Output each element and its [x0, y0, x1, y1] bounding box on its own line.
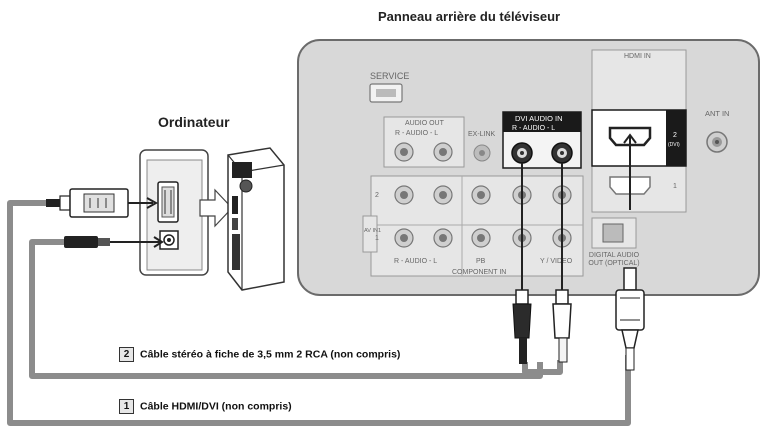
dvi-audio-in-label: DVI AUDIO IN: [515, 114, 563, 123]
av-in-label: AV IN1: [364, 228, 381, 234]
computer-audio-port: [159, 230, 179, 250]
computer-title: Ordinateur: [158, 114, 230, 130]
audio-out-jack-l: [433, 142, 453, 162]
cable-1-label: 1 Câble HDMI/DVI (non compris): [119, 399, 292, 414]
service-label: SERVICE: [370, 71, 409, 81]
component-row1-label: 1: [375, 235, 379, 242]
cable-2-number: 2: [119, 347, 134, 362]
component-pb-label: PB: [476, 258, 486, 265]
cable-2-label: 2 Câble stéréo à fiche de 3,5 mm 2 RCA (n…: [119, 347, 400, 362]
digital-audio-label-wrap: DIGITAL AUDIO OUT (OPTICAL): [588, 252, 640, 267]
tv-rear-panel-title: Panneau arrière du téléviseur: [378, 9, 561, 24]
digital-audio-block: [591, 217, 637, 249]
dvi-audio-jack-l: [551, 142, 573, 164]
computer-audio-plug: [64, 236, 164, 248]
rca-plug-l: [552, 289, 572, 363]
computer-dvi-port: [157, 181, 179, 223]
dvi-audio-lr-label: R - AUDIO - L: [512, 125, 555, 132]
cable-hdmi-dvi: [7, 200, 631, 426]
cable-1-number: 1: [119, 399, 134, 414]
hdmi-port2-tab: [666, 110, 686, 166]
hdmi-plug: [615, 267, 645, 371]
service-port-slot: [376, 89, 396, 97]
ant-in-label: ANT IN: [705, 109, 729, 118]
ex-link-port: [473, 144, 491, 162]
component-audio-label: R - AUDIO - L: [394, 258, 437, 265]
optical-port: [602, 223, 624, 243]
ex-link-label: EX-LINK: [468, 131, 496, 138]
audio-out-label: AUDIO OUT: [405, 120, 445, 127]
audio-out-lr-label: R - AUDIO - L: [395, 130, 438, 137]
computer-dvi-plug: [46, 188, 159, 218]
ant-in-port: [706, 131, 728, 153]
hdmi-arrow-head: [623, 133, 637, 144]
component-video-label: Y / VIDEO: [540, 258, 573, 265]
cable-1-text: Câble HDMI/DVI (non compris): [140, 400, 292, 413]
dvi-audio-in-header: [503, 112, 581, 132]
hdmi-port2-sub: (DVI): [668, 142, 680, 148]
component-row2-label: 2: [375, 192, 379, 199]
digital-audio-out-label: DIGITAL AUDIO OUT (OPTICAL): [588, 252, 640, 267]
cable-2-text: Câble stéréo à fiche de 3,5 mm 2 RCA (no…: [140, 348, 401, 361]
cable-stereo: [29, 239, 563, 379]
av-in-tab: [362, 215, 378, 253]
hdmi-port1-number: 1: [673, 183, 677, 190]
dvi-audio-jack-r: [511, 142, 533, 164]
audio-out-jack-r: [394, 142, 414, 162]
component-in-label: COMPONENT IN: [452, 269, 506, 276]
hdmi-in-label: HDMI IN: [624, 53, 651, 60]
rca-plug-r: [512, 289, 532, 364]
computer-pointer-arrow: [199, 188, 233, 228]
computer-tower: [227, 147, 285, 291]
hdmi-port2-number: 2: [673, 132, 677, 139]
